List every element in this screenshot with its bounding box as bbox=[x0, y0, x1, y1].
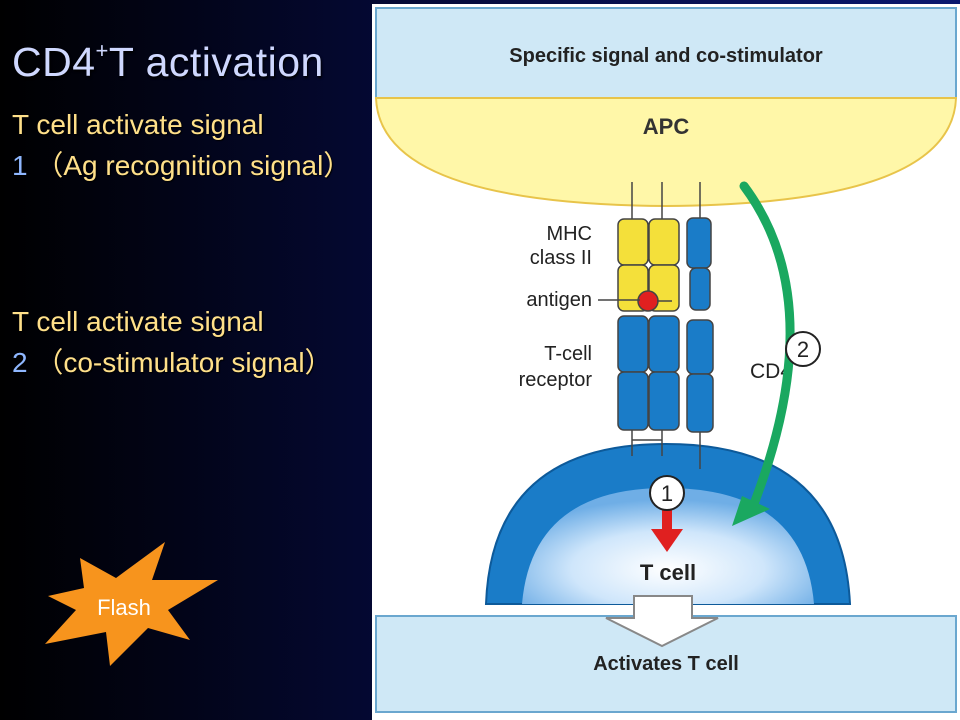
title-rest: T activation bbox=[108, 39, 324, 85]
bottom-banner-label: Activates T cell bbox=[593, 653, 739, 675]
antigen-label: antigen bbox=[526, 289, 592, 311]
tcr-label-2: receptor bbox=[519, 369, 593, 391]
mhc-class-ii bbox=[617, 182, 680, 312]
bullet-signal-1: T cell activate signal 1 （Ag recognition… bbox=[12, 104, 362, 186]
signal-1-arrow bbox=[662, 509, 672, 531]
mhc-label-2: class II bbox=[530, 247, 592, 269]
top-banner-label: Specific signal and co-stimulator bbox=[509, 45, 823, 67]
t-cell-receptor bbox=[617, 315, 680, 456]
signal-2-arrow bbox=[739, 181, 795, 514]
cd4-label: CD4 bbox=[750, 360, 792, 383]
cd4-coreceptor bbox=[686, 182, 714, 469]
top-banner bbox=[375, 7, 957, 99]
signal-1-arrowhead bbox=[651, 529, 683, 552]
apc-label: APC bbox=[643, 114, 690, 139]
slide-title: CD4+T activation bbox=[12, 38, 324, 86]
activation-diagram: Specific signal and co-stimulator APC T … bbox=[372, 4, 960, 720]
title-main: CD4 bbox=[12, 39, 96, 85]
bullet-line: T cell activate signal bbox=[12, 306, 264, 337]
flash-button[interactable]: Flash bbox=[40, 540, 220, 670]
tcr-label-1: T-cell bbox=[544, 343, 592, 365]
bullet-signal-2: T cell activate signal 2 （co-stimulator … bbox=[12, 301, 362, 383]
mhc-label-1: MHC bbox=[546, 223, 592, 245]
signal-2-number: 2 bbox=[797, 337, 809, 362]
signal-2-arrowhead bbox=[732, 496, 770, 526]
bullet-number: 2 bbox=[12, 347, 28, 378]
bullet-line: T cell activate signal bbox=[12, 109, 264, 140]
apc-cell bbox=[374, 97, 958, 208]
flash-label: Flash bbox=[97, 595, 151, 620]
bullet-text: （co-stimulator signal） bbox=[35, 347, 333, 378]
antigen-peptide bbox=[637, 290, 659, 312]
activation-arrow bbox=[605, 595, 719, 648]
bullet-number: 1 bbox=[12, 150, 28, 181]
title-superscript: + bbox=[95, 38, 109, 63]
signal-1-number: 1 bbox=[661, 481, 673, 506]
t-cell-label: T cell bbox=[640, 560, 696, 585]
bullet-text: （Ag recognition signal） bbox=[35, 150, 352, 181]
signal-1-badge bbox=[649, 475, 685, 511]
starburst-icon bbox=[45, 542, 218, 666]
signal-2-badge bbox=[785, 331, 821, 367]
